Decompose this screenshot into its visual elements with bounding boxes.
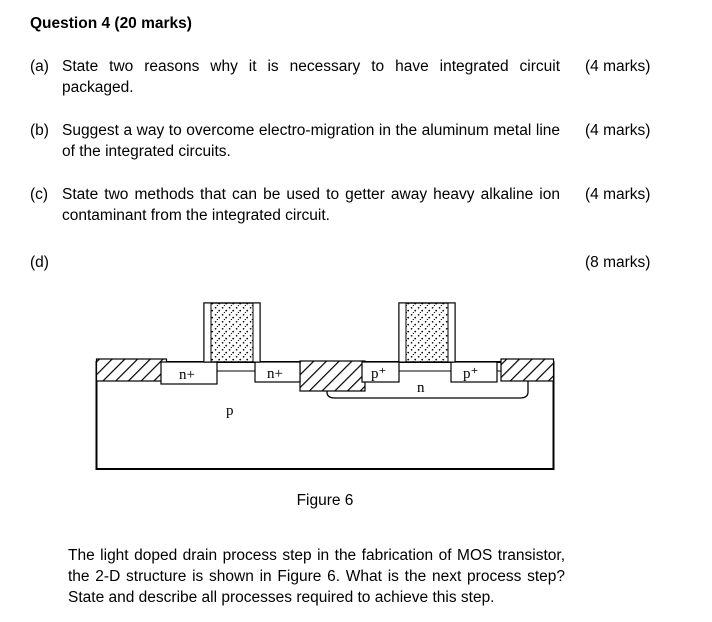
label-n-plus-mid: n+ bbox=[267, 366, 283, 382]
part-label: (c) bbox=[30, 186, 49, 203]
gate-left bbox=[203, 302, 261, 363]
question-part-d: (d) (8 marks) bbox=[30, 252, 684, 273]
part-label: (d) bbox=[30, 254, 49, 271]
field-oxide-mid bbox=[299, 360, 366, 392]
label-p-plus-right: p⁺ bbox=[463, 366, 478, 382]
part-marks: (4 marks) bbox=[585, 122, 651, 139]
part-text: State two methods that can be used to ge… bbox=[62, 186, 560, 224]
figure-description: The light doped drain process step in th… bbox=[68, 547, 565, 606]
exam-page: Question 4 (20 marks) (a) State two reas… bbox=[30, 15, 684, 606]
gate-right bbox=[398, 302, 456, 363]
label-p-plus-left: p⁺ bbox=[371, 366, 386, 382]
nwell-outline bbox=[326, 362, 529, 399]
figure-6: n+ n+ p⁺ n p⁺ p Figure 6 bbox=[95, 299, 555, 511]
question-part-c: (c) State two methods that can be used t… bbox=[30, 184, 684, 226]
part-label: (a) bbox=[30, 58, 49, 75]
gate-right-spacer-right bbox=[447, 302, 456, 363]
question-title: Question 4 (20 marks) bbox=[30, 15, 192, 32]
part-marks: (4 marks) bbox=[585, 58, 651, 75]
n-plus-mid-region bbox=[254, 361, 301, 383]
label-n-well: n bbox=[417, 380, 425, 396]
field-oxide-right bbox=[500, 358, 555, 382]
part-marks: (8 marks) bbox=[585, 254, 651, 271]
part-label: (b) bbox=[30, 122, 49, 139]
question-part-b: (b) Suggest a way to overcome electro-mi… bbox=[30, 120, 684, 162]
label-n-plus-left: n+ bbox=[179, 367, 195, 383]
p-plus-left-region bbox=[361, 361, 400, 383]
gate-right-spacer-left bbox=[398, 302, 407, 363]
n-plus-left-region bbox=[160, 361, 218, 385]
p-plus-right-region bbox=[450, 361, 498, 383]
label-substrate-p: p bbox=[226, 403, 234, 419]
mos-cross-section-diagram: n+ n+ p⁺ n p⁺ p bbox=[95, 302, 555, 470]
part-marks: (4 marks) bbox=[585, 186, 651, 203]
part-text: Suggest a way to overcome electro-migrat… bbox=[62, 122, 560, 160]
figure-caption: Figure 6 bbox=[296, 492, 354, 509]
part-text: State two reasons why it is necessary to… bbox=[62, 58, 560, 96]
field-oxide-left bbox=[95, 358, 168, 382]
gate-left-spacer-right bbox=[252, 302, 261, 363]
question-part-a: (a) State two reasons why it is necessar… bbox=[30, 56, 684, 98]
gate-left-spacer-left bbox=[203, 302, 212, 363]
